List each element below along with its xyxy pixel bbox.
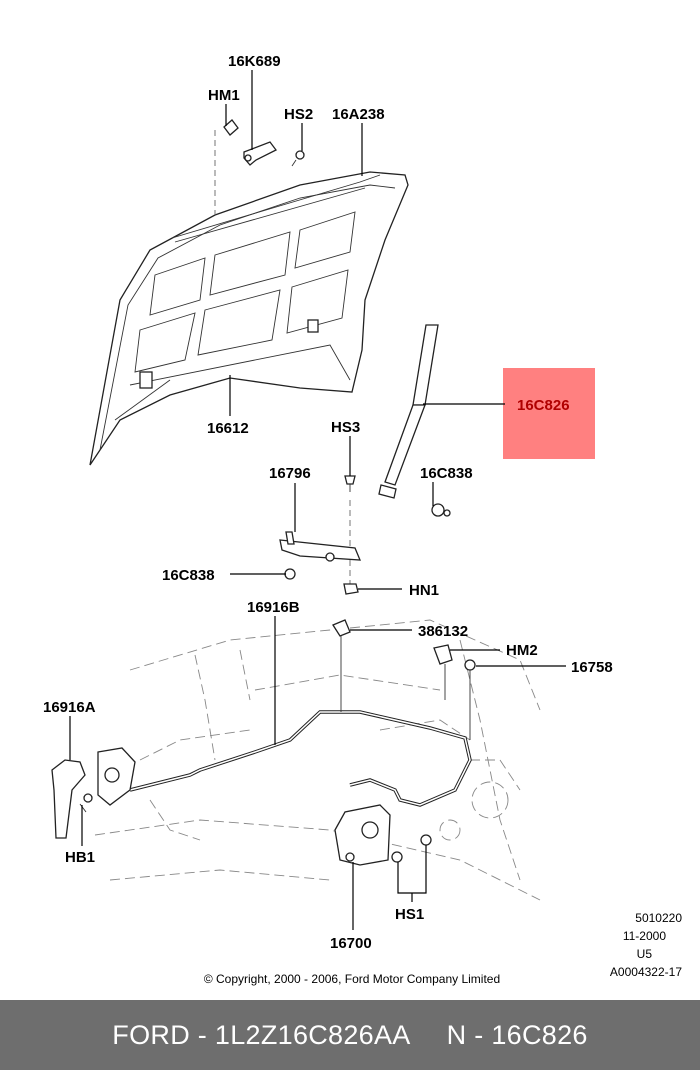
label-HS1: HS1 — [395, 906, 424, 923]
part-number-footer: FORD - 1L2Z16C826AA N - 16C826 — [0, 1000, 700, 1070]
bracket-16k689-icon — [243, 141, 277, 166]
label-16700: 16700 — [330, 935, 372, 952]
label-HB1: HB1 — [65, 849, 95, 866]
ball-stud-16c838-lower-icon — [284, 568, 296, 580]
prop-16758-icon — [464, 659, 476, 740]
gas-strut-16c826-icon — [378, 324, 439, 499]
label-16K689: 16K689 — [228, 53, 281, 70]
latch-16700-icon — [334, 804, 391, 866]
label-16758: 16758 — [571, 659, 613, 676]
label-16C838-lower: 16C838 — [162, 567, 215, 584]
reference-line-3: U5 — [637, 947, 653, 961]
hs3-bolt-icon — [344, 475, 356, 492]
hm2-bumper-icon — [433, 644, 453, 700]
reference-line-2: 11-2000 — [623, 929, 666, 943]
footer-base-number: N - 16C826 — [446, 1019, 588, 1050]
copyright-text: © Copyright, 2000 - 2006, Ford Motor Com… — [204, 972, 500, 986]
ball-stud-16c838-upper-icon — [431, 503, 451, 517]
label-HN1: HN1 — [409, 582, 439, 599]
clip-386132-icon — [332, 619, 351, 712]
label-16C838-upper: 16C838 — [420, 465, 473, 482]
label-16916B: 16916B — [247, 599, 300, 616]
hood-panel — [89, 171, 409, 466]
label-HS2: HS2 — [284, 106, 313, 123]
hinge-16796-icon — [279, 531, 362, 562]
footer-part-number: FORD - 1L2Z16C826AA — [112, 1019, 411, 1050]
label-16A238: 16A238 — [332, 106, 385, 123]
label-HM2: HM2 — [506, 642, 538, 659]
label-16612: 16612 — [207, 420, 249, 437]
highlight-box — [503, 368, 595, 459]
engine-bay-outline — [94, 619, 541, 901]
reference-line-1: 5010220 — [635, 911, 682, 925]
leader-lines — [69, 70, 566, 930]
label-16C826: 16C826 — [517, 397, 570, 414]
label-HS3: HS3 — [331, 419, 360, 436]
label-16916A: 16916A — [43, 699, 96, 716]
hood-parts-diagram: 16K689 HM1 HS2 16A238 16612 16C826 HS3 1… — [43, 53, 682, 986]
hs1-screws-icon — [391, 834, 432, 863]
label-16796: 16796 — [269, 465, 311, 482]
reference-line-4: A0004322-17 — [610, 965, 682, 979]
release-handle-16916a-icon — [51, 747, 136, 839]
hm1-clip-icon — [223, 119, 239, 136]
label-386132: 386132 — [418, 623, 468, 640]
hs2-screw-icon — [291, 150, 305, 167]
hb1-bolt-icon — [79, 793, 93, 813]
hn1-nut-icon — [343, 583, 359, 595]
label-HM1: HM1 — [208, 87, 240, 104]
